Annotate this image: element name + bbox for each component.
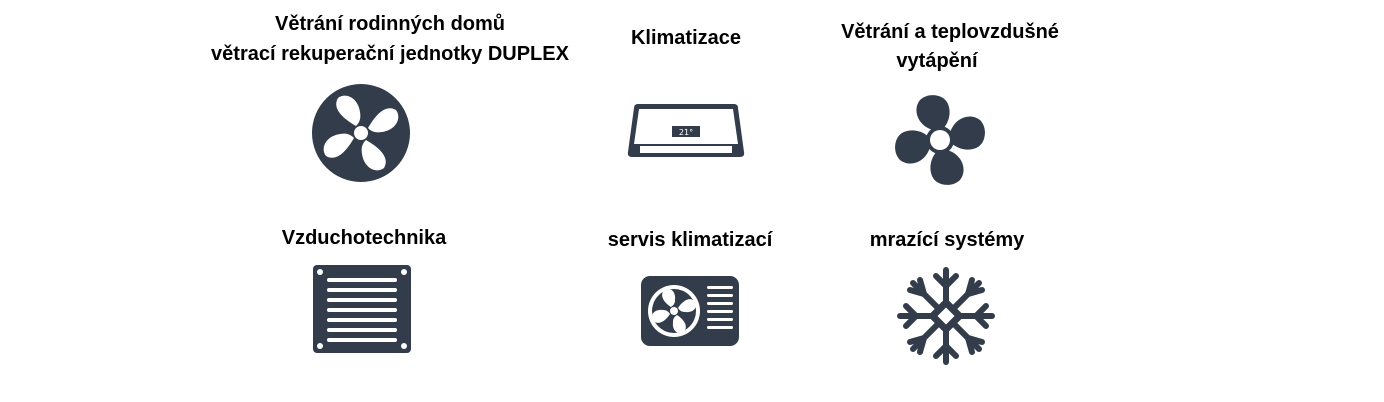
tile-klimatizace[interactable]: Klimatizace 21°: [586, 24, 786, 164]
tile-subtitle: vytápění: [896, 50, 978, 72]
tile-vetrani-rodinnych-domu[interactable]: Větrání rodinných domů větrací rekuperač…: [190, 10, 590, 190]
ventilation-grille-icon: [313, 265, 411, 353]
four-blade-fan-icon: [890, 90, 990, 190]
ac-display-text: 21°: [679, 128, 693, 137]
tile-title: mrazící systémy: [869, 229, 1025, 251]
tile-vetrani-teplovzdusne[interactable]: Větrání a teplovzdušné vytápění: [830, 18, 1070, 198]
fan-circle-icon: [312, 84, 410, 182]
tile-vzduchotechnika[interactable]: Vzduchotechnika: [264, 224, 464, 364]
tile-mrazici-systemy[interactable]: mrazící systémy: [847, 226, 1047, 366]
tile-servis-klimatizaci[interactable]: servis klimatizací: [590, 226, 790, 356]
tile-title: servis klimatizací: [607, 229, 773, 251]
air-conditioner-icon: 21°: [626, 104, 746, 160]
tile-title: Vzduchotechnika: [281, 227, 447, 249]
tile-subtitle: větrací rekuperační jednotky DUPLEX: [211, 43, 569, 65]
tile-title: Klimatizace: [630, 27, 742, 49]
tile-title: Větrání rodinných domů: [274, 13, 506, 35]
outdoor-ac-unit-icon: [641, 276, 739, 346]
snowflake-icon: [896, 266, 996, 366]
tile-title: Větrání a teplovzdušné: [841, 21, 1059, 43]
